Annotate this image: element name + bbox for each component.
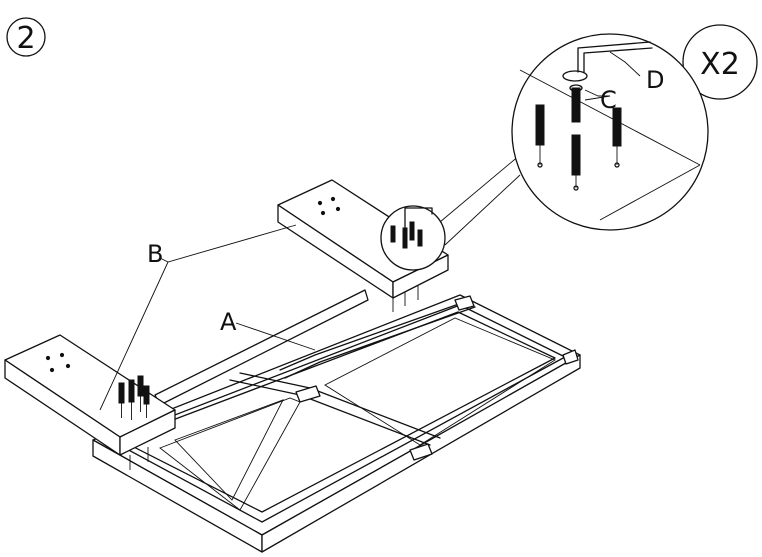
screw-icon	[143, 385, 150, 418]
frame-part-a	[92, 289, 581, 553]
screw-group-left	[118, 375, 150, 420]
callout-connector-bottom	[444, 174, 521, 246]
screw-icon	[569, 84, 583, 123]
label-part-c: C	[600, 86, 617, 114]
dowel-icon	[571, 134, 581, 191]
detail-callout-large	[511, 33, 709, 231]
label-part-d: D	[646, 66, 664, 94]
step-badge: 2	[6, 17, 46, 57]
screw-icon	[137, 375, 144, 412]
leader-lines	[99, 51, 641, 411]
callout-connector-top	[439, 154, 521, 223]
block-part-b-left	[4, 334, 176, 470]
dowel-icon	[535, 104, 545, 168]
dowel-icon	[612, 107, 622, 168]
detail-callout-small	[380, 205, 446, 271]
screw-icon	[128, 379, 135, 420]
quantity-label: X2	[700, 47, 740, 82]
screw-icon	[118, 382, 125, 418]
step-number: 2	[16, 21, 35, 56]
allen-key-icon	[562, 41, 653, 82]
quantity-badge: X2	[682, 24, 758, 100]
label-part-a: A	[220, 308, 237, 336]
label-part-b: B	[147, 240, 163, 268]
